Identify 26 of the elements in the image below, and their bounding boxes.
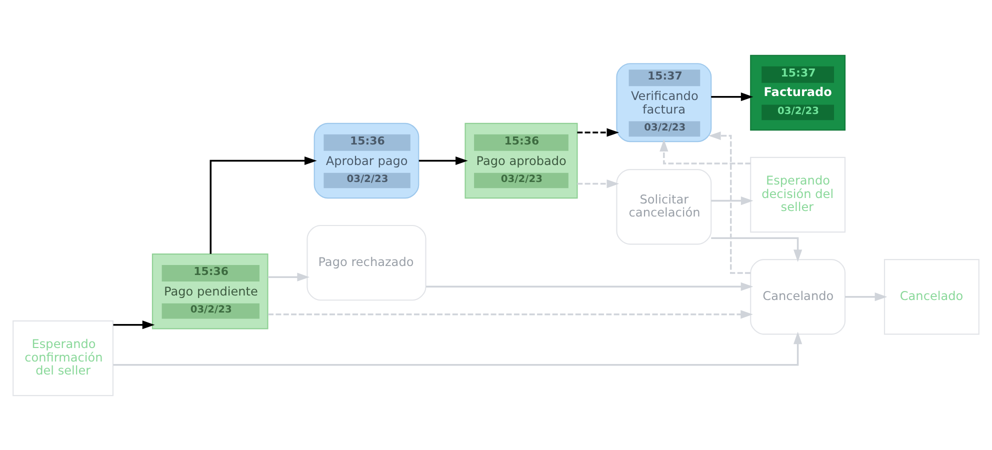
arrow	[268, 272, 310, 281]
arrow	[113, 331, 802, 366]
arrow	[577, 178, 620, 188]
node-box: Esperando decisión del seller	[750, 156, 846, 232]
arrow	[210, 156, 317, 254]
arrow	[845, 292, 888, 301]
arrow	[708, 130, 751, 274]
node-box: 15:36 Pago pendiente 03/2/23	[152, 252, 268, 329]
arrow	[711, 236, 802, 262]
node-box: Cancelando	[750, 258, 846, 334]
node-box: Esperando confirmación del seller	[12, 320, 114, 396]
arrow	[711, 196, 754, 205]
node-box: 15:36 Pago aprobado 03/2/23	[464, 122, 578, 198]
arrow	[418, 156, 468, 165]
node-box: Cancelado	[884, 258, 980, 334]
arrow	[426, 282, 754, 290]
arrow	[113, 320, 155, 329]
arrow	[268, 310, 753, 318]
node-box: 15:37 Verificando factura 03/2/23	[616, 62, 712, 142]
node-box: Pago rechazado	[306, 224, 426, 300]
arrow	[577, 128, 620, 136]
node-box: Solicitar cancelación	[616, 168, 712, 244]
arrow	[660, 138, 751, 164]
node-box: 15:37 Facturado 03/2/23	[750, 54, 846, 130]
arrow	[711, 92, 754, 101]
node-box: 15:36 Aprobar pago 03/2/23	[314, 122, 420, 198]
